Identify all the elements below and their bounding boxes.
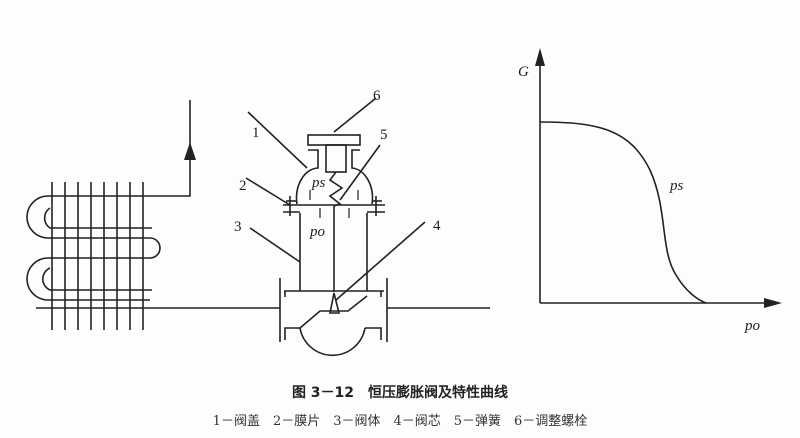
- figure-legend: 1－阀盖 2－膜片 3－阀体 4－阀芯 5－弹簧 6－调整螺栓: [212, 414, 588, 429]
- ps-label: ps: [311, 175, 326, 191]
- x-axis-arrow-icon: [764, 298, 782, 308]
- y-axis-label: G: [518, 64, 529, 80]
- characteristic-curve: [539, 121, 707, 304]
- label-6: 6: [373, 88, 381, 104]
- figure-title: 图 3－12 恒压膨胀阀及特性曲线: [291, 385, 509, 401]
- characteristic-chart: G ps po: [518, 48, 782, 334]
- label-1: 1: [252, 125, 260, 141]
- label-3: 3: [234, 219, 242, 235]
- label-2: 2: [239, 178, 247, 194]
- label-5: 5: [380, 127, 388, 143]
- y-axis-arrow-icon: [535, 48, 545, 66]
- label-4: 4: [433, 218, 441, 234]
- evaporator-coil: [26, 100, 490, 330]
- valve: [245, 97, 426, 357]
- curve-label: ps: [669, 178, 684, 194]
- x-axis-label: po: [744, 318, 761, 334]
- po-label: po: [309, 224, 326, 240]
- flow-arrow-icon: [184, 142, 196, 160]
